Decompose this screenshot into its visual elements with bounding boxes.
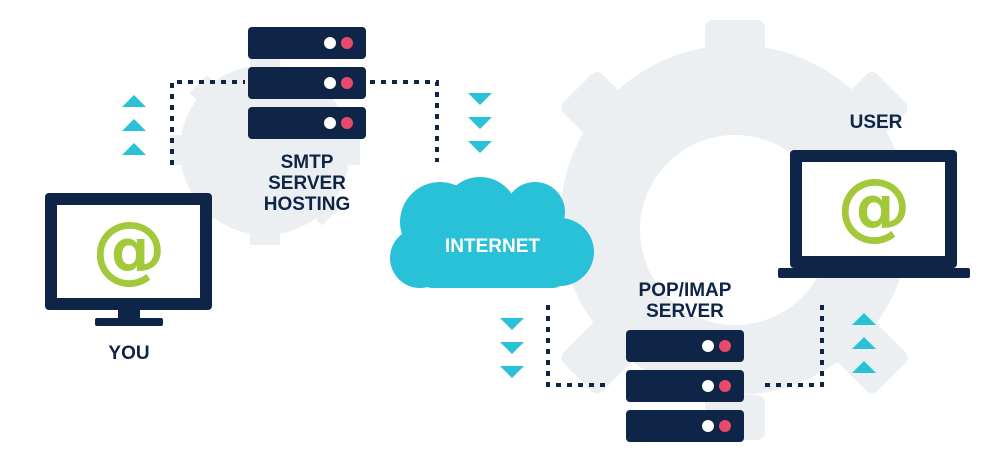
led-white (324, 37, 336, 49)
smtp-server-label: SMTP SERVER HOSTING (248, 152, 366, 215)
connector-internet-pop (546, 305, 608, 387)
pop-server-stack (626, 330, 744, 442)
led-white (702, 340, 714, 352)
triangle-arrow-icon (122, 143, 146, 155)
triangle-arrow-icon (122, 95, 146, 107)
triangle-arrow-icon (122, 119, 146, 131)
triangle-arrow-icon (468, 93, 492, 105)
server-unit (626, 330, 744, 362)
led-pink (719, 420, 731, 432)
led-white (702, 420, 714, 432)
you-label: YOU (108, 343, 150, 364)
at-symbol: @ (837, 163, 911, 249)
connector-smtp-internet (370, 80, 439, 162)
server-unit (248, 27, 366, 59)
laptop-icon: @ (778, 150, 970, 278)
triangle-arrow-icon (500, 342, 524, 354)
led-pink (341, 37, 353, 49)
user-label: USER (849, 112, 903, 133)
triangle-arrow-icon-group-up-right (852, 313, 876, 373)
server-unit (626, 370, 744, 402)
smtp-server-stack (248, 27, 366, 139)
desktop-monitor-icon: @ (45, 193, 212, 326)
cloud-icon (390, 177, 594, 288)
triangle-arrow-icon (852, 361, 876, 373)
led-white (324, 117, 336, 129)
led-white (702, 380, 714, 392)
triangle-arrow-icon-group-up-left (122, 95, 146, 155)
led-pink (719, 380, 731, 392)
server-unit (248, 67, 366, 99)
smtp-label-line-1: SMTP (280, 152, 334, 173)
led-pink (341, 77, 353, 89)
triangle-arrow-icon-group-down-top (468, 93, 492, 153)
server-unit (248, 107, 366, 139)
triangle-arrow-icon (852, 313, 876, 325)
pop-label-line-1: POP/IMAP (638, 280, 732, 301)
server-unit (626, 410, 744, 442)
led-pink (719, 340, 731, 352)
triangle-arrow-icon (500, 366, 524, 378)
triangle-arrow-icon (852, 337, 876, 349)
triangle-arrow-icon-group-down-bottom (500, 318, 524, 378)
triangle-arrow-icon (468, 117, 492, 129)
connector-pop-user (765, 300, 824, 387)
internet-label: INTERNET (445, 236, 540, 257)
led-white (324, 77, 336, 89)
pop-server-label: POP/IMAP SERVER (606, 280, 764, 322)
smtp-label-line-3: HOSTING (263, 194, 351, 215)
pop-label-line-2: SERVER (646, 301, 724, 322)
smtp-label-line-2: SERVER (268, 173, 346, 194)
triangle-arrow-icon (468, 141, 492, 153)
dotted-connectors (170, 80, 824, 387)
triangle-arrow-icon (500, 318, 524, 330)
led-pink (341, 117, 353, 129)
at-symbol: @ (92, 206, 166, 292)
